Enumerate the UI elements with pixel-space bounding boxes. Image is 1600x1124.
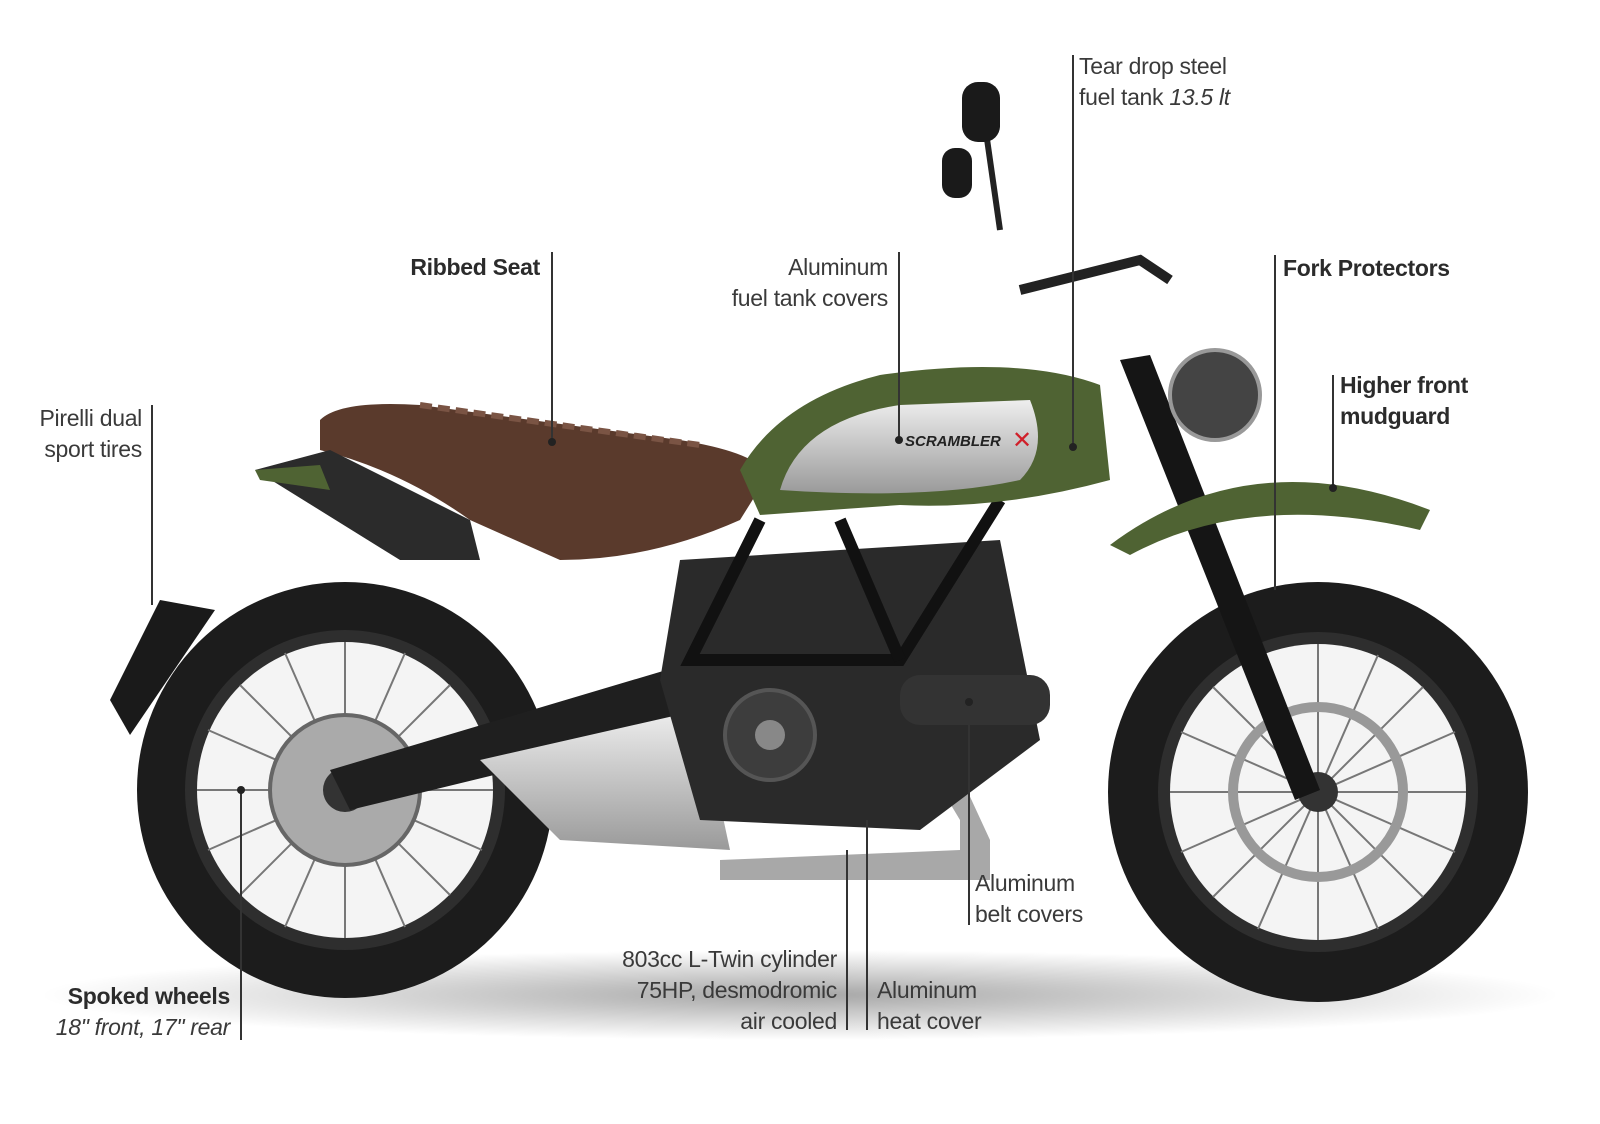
leader-line-tank-covers — [898, 252, 900, 440]
callout-line: heat cover — [877, 1008, 982, 1034]
callout-line: Aluminum — [975, 870, 1075, 896]
leader-line-wheels — [240, 790, 242, 1040]
callout-spoked-wheels: Spoked wheels 18" front, 17" rear — [55, 981, 231, 1043]
callout-line: 803cc L-Twin cylinder — [622, 946, 837, 972]
leader-dot-tear-drop — [1069, 443, 1077, 451]
callout-line: mudguard — [1340, 401, 1468, 432]
callout-line: Aluminum — [788, 254, 888, 280]
callout-line: Spoked wheels — [56, 981, 231, 1012]
mirror — [962, 82, 1000, 142]
handlebar — [1018, 254, 1173, 295]
mirror — [942, 148, 972, 198]
headlight — [1168, 348, 1262, 442]
leader-dot-wheels — [237, 786, 245, 794]
leader-line-tear-drop — [1072, 55, 1074, 447]
frame — [680, 496, 1006, 666]
callout-subtitle: 18" front, 17" rear — [55, 1014, 231, 1040]
leader-dot-mudguard — [1329, 484, 1337, 492]
license-plate-holder — [110, 600, 215, 735]
callout-belt-covers: Aluminum belt covers — [975, 868, 1083, 930]
callout-line: Higher front — [1340, 370, 1468, 401]
leader-dot-belt-covers — [965, 698, 973, 706]
callout-title: mudguard — [1340, 403, 1451, 429]
leader-line-belt-covers — [968, 702, 970, 925]
callout-mudguard: Higher front mudguard — [1340, 370, 1468, 432]
callout-line: sport tires — [44, 436, 142, 462]
callout-text: fuel tank — [1079, 84, 1170, 110]
callout-line: 75HP, desmodromic — [636, 977, 838, 1003]
callout-title: Spoked wheels — [67, 983, 231, 1009]
callout-tank-covers: Aluminum fuel tank covers — [731, 252, 889, 314]
callout-line: fuel tank covers — [731, 285, 889, 311]
front-mudguard — [1110, 482, 1430, 555]
callout-heat-cover: Aluminum heat cover — [877, 975, 982, 1037]
leader-line-fork-protectors — [1274, 255, 1276, 590]
tank-logo: SCRAMBLER — [905, 433, 1001, 450]
leader-dot-ribbed-seat — [548, 438, 556, 446]
callout-fork-protectors: Fork Protectors — [1283, 253, 1450, 284]
swingarm — [330, 660, 720, 810]
callout-title: Higher front — [1340, 372, 1468, 398]
callout-tires: Pirelli dual sport tires — [39, 403, 142, 465]
callout-line: fuel tank 13.5 lt — [1079, 82, 1230, 113]
tank-logo-x-mark: ✕ — [1012, 426, 1032, 454]
callout-title: Fork Protectors — [1283, 255, 1450, 281]
callout-engine: 803cc L-Twin cylinder 75HP, desmodromic … — [622, 944, 837, 1037]
callout-ribbed-seat: Ribbed Seat — [410, 252, 540, 283]
callout-line: belt covers — [975, 901, 1083, 927]
callout-line: 18" front, 17" rear — [55, 1012, 231, 1043]
leader-dot-tank-covers — [895, 436, 903, 444]
callout-line: Pirelli dual — [39, 405, 142, 431]
belt-cover — [900, 675, 1050, 725]
leader-line-mudguard — [1332, 375, 1334, 488]
tank-capacity: 13.5 lt — [1169, 84, 1230, 110]
front-fork — [1120, 355, 1320, 800]
callout-line: air cooled — [740, 1008, 837, 1034]
callout-line: Tear drop steel — [1079, 53, 1227, 79]
callout-title: Ribbed Seat — [410, 254, 540, 280]
leader-line-engine — [846, 850, 848, 1030]
callout-line: Aluminum — [877, 977, 977, 1003]
callout-tear-drop-tank: Tear drop steel fuel tank 13.5 lt — [1079, 51, 1230, 113]
tank-cover — [780, 400, 1038, 494]
leader-line-ribbed-seat — [551, 252, 553, 442]
leader-line-heat-cover — [866, 820, 868, 1030]
ribbed-seat — [320, 404, 766, 560]
front-wheel — [1108, 582, 1528, 1002]
exhaust — [480, 710, 730, 850]
leader-line-tires — [151, 405, 153, 605]
